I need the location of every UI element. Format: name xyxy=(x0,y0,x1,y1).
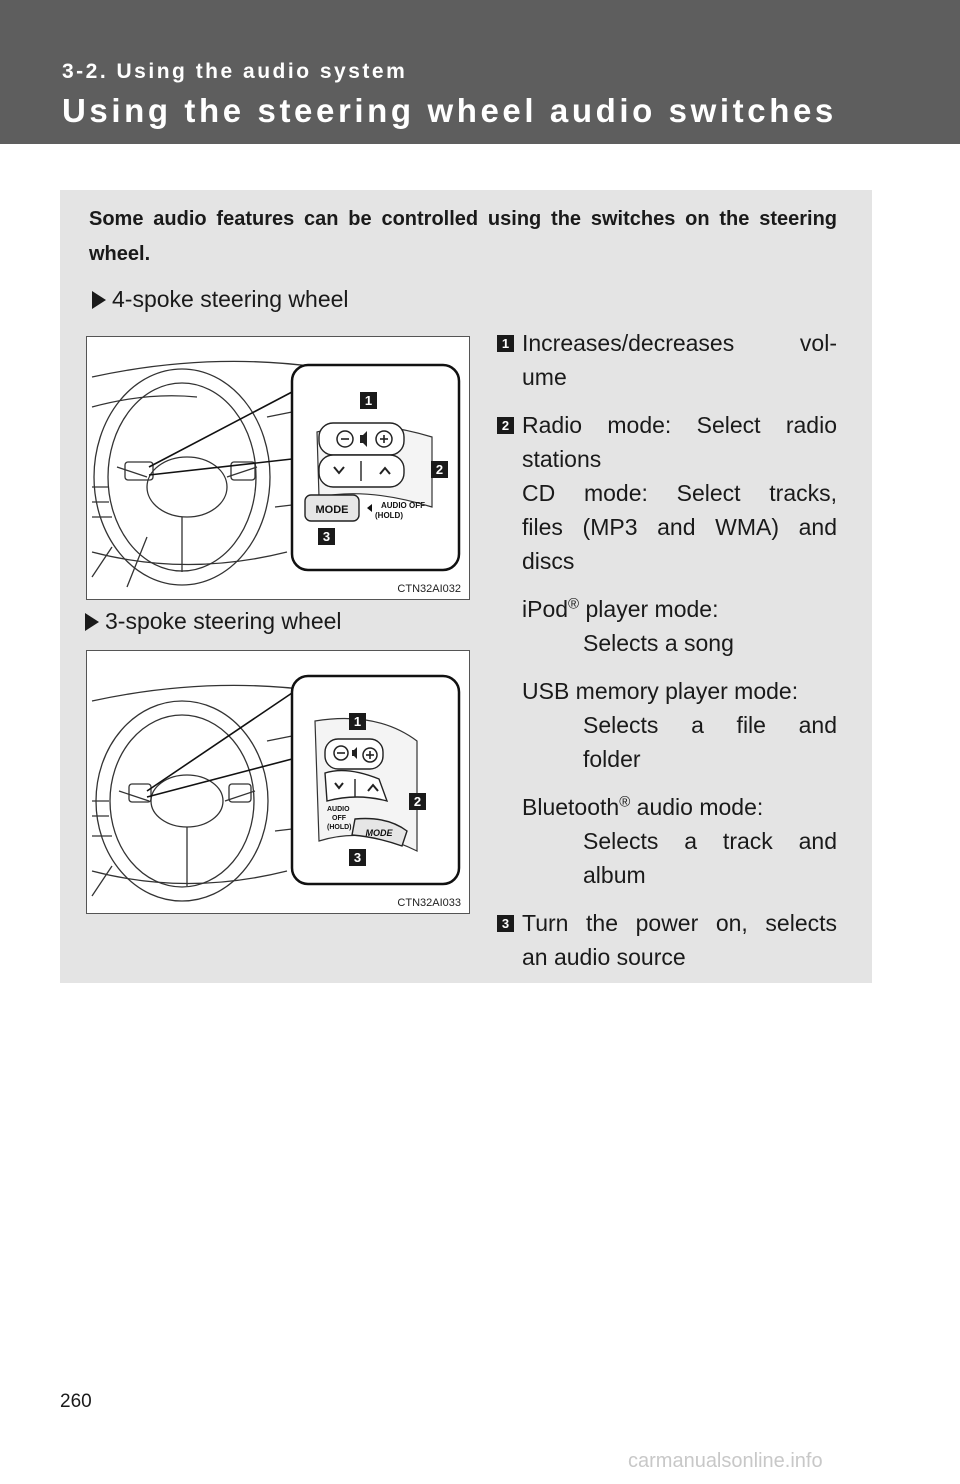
hold-label: (HOLD) xyxy=(375,511,403,520)
description-item-3: 3 Turn the power on, selects an audio so… xyxy=(497,906,837,974)
bluetooth-mode-label: Bluetooth® audio mode: xyxy=(522,793,764,820)
figure-4-spoke: MODE AUDIO OFF (HOLD) 1 2 3 CTN32AI032 xyxy=(86,336,470,600)
figure-2-heading: 3-spoke steering wheel xyxy=(85,608,342,635)
audio-off-label: AUDIO OFF xyxy=(381,501,425,510)
figure-code: CTN32AI032 xyxy=(397,583,461,595)
bluetooth-mode-description-line-1: Selects a track and xyxy=(583,828,837,854)
arrow-icon xyxy=(85,612,99,631)
ipod-mode-description: Selects a song xyxy=(583,630,734,656)
usb-mode-label: USB memory player mode: xyxy=(522,678,799,704)
radio-mode-line-2: stations xyxy=(522,446,602,472)
intro-text: Some audio features can be controlled us… xyxy=(89,208,837,265)
cd-mode-line-1: CD mode: Select tracks, xyxy=(522,480,837,506)
page-title: Using the steering wheel audio switches xyxy=(62,92,837,129)
item-1-line-2: ume xyxy=(522,364,567,390)
bluetooth-mode-description-line-2: album xyxy=(583,862,646,888)
callout-1: 1 xyxy=(354,714,361,729)
callout-3: 3 xyxy=(323,529,330,544)
item-number: 1 xyxy=(497,335,514,352)
callout-2: 2 xyxy=(414,794,421,809)
item-number: 3 xyxy=(497,915,514,932)
callout-1: 1 xyxy=(365,393,372,408)
mode-label: MODE xyxy=(316,504,349,516)
callout-descriptions: 1 Increases/decreases vol- ume 2 Radio m… xyxy=(497,326,837,988)
figure-2-heading-text: 3-spoke steering wheel xyxy=(105,608,342,634)
page-number: 260 xyxy=(60,1391,92,1412)
steering-wheel-3-spoke-illustration: MODE AUDIO OFF (HOLD) 1 2 3 xyxy=(91,674,461,902)
section-label: 3-2. Using the audio system xyxy=(62,60,408,83)
item-3-line-1: Turn the power on, selects xyxy=(522,910,837,936)
ipod-mode-label: iPod® player mode: xyxy=(522,595,719,622)
usb-mode-description-line-2: folder xyxy=(583,746,641,772)
description-item-2: 2 Radio mode: Select radio stations CD m… xyxy=(497,408,837,892)
item-1-line-1: Increases/decreases vol- xyxy=(522,330,837,356)
figure-1-heading: 4-spoke steering wheel xyxy=(92,286,349,313)
figure-3-spoke: MODE AUDIO OFF (HOLD) 1 2 3 CTN32AI033 xyxy=(86,650,470,914)
mode-label: MODE xyxy=(366,828,394,838)
steering-wheel-4-spoke-illustration: MODE AUDIO OFF (HOLD) 1 2 3 xyxy=(91,360,461,588)
radio-mode-line-1: Radio mode: Select radio xyxy=(522,412,837,438)
header-band xyxy=(0,0,960,144)
callout-3: 3 xyxy=(354,850,361,865)
item-3-line-2: an audio source xyxy=(522,944,686,970)
watermark: carmanualsonline.info xyxy=(628,1450,823,1472)
description-item-1: 1 Increases/decreases vol- ume xyxy=(497,326,837,394)
usb-mode-description-line-1: Selects a file and xyxy=(583,712,837,738)
audio-label: AUDIO xyxy=(327,806,350,813)
item-number: 2 xyxy=(497,417,514,434)
off-label: OFF xyxy=(332,815,347,822)
cd-mode-line-2: files (MP3 and WMA) and xyxy=(522,514,837,540)
hold-label: (HOLD) xyxy=(327,824,352,831)
callout-2: 2 xyxy=(436,462,443,477)
figure-1-heading-text: 4-spoke steering wheel xyxy=(112,286,349,312)
cd-mode-line-3: discs xyxy=(522,548,575,574)
arrow-icon xyxy=(92,290,106,309)
figure-code: CTN32AI033 xyxy=(397,897,461,909)
